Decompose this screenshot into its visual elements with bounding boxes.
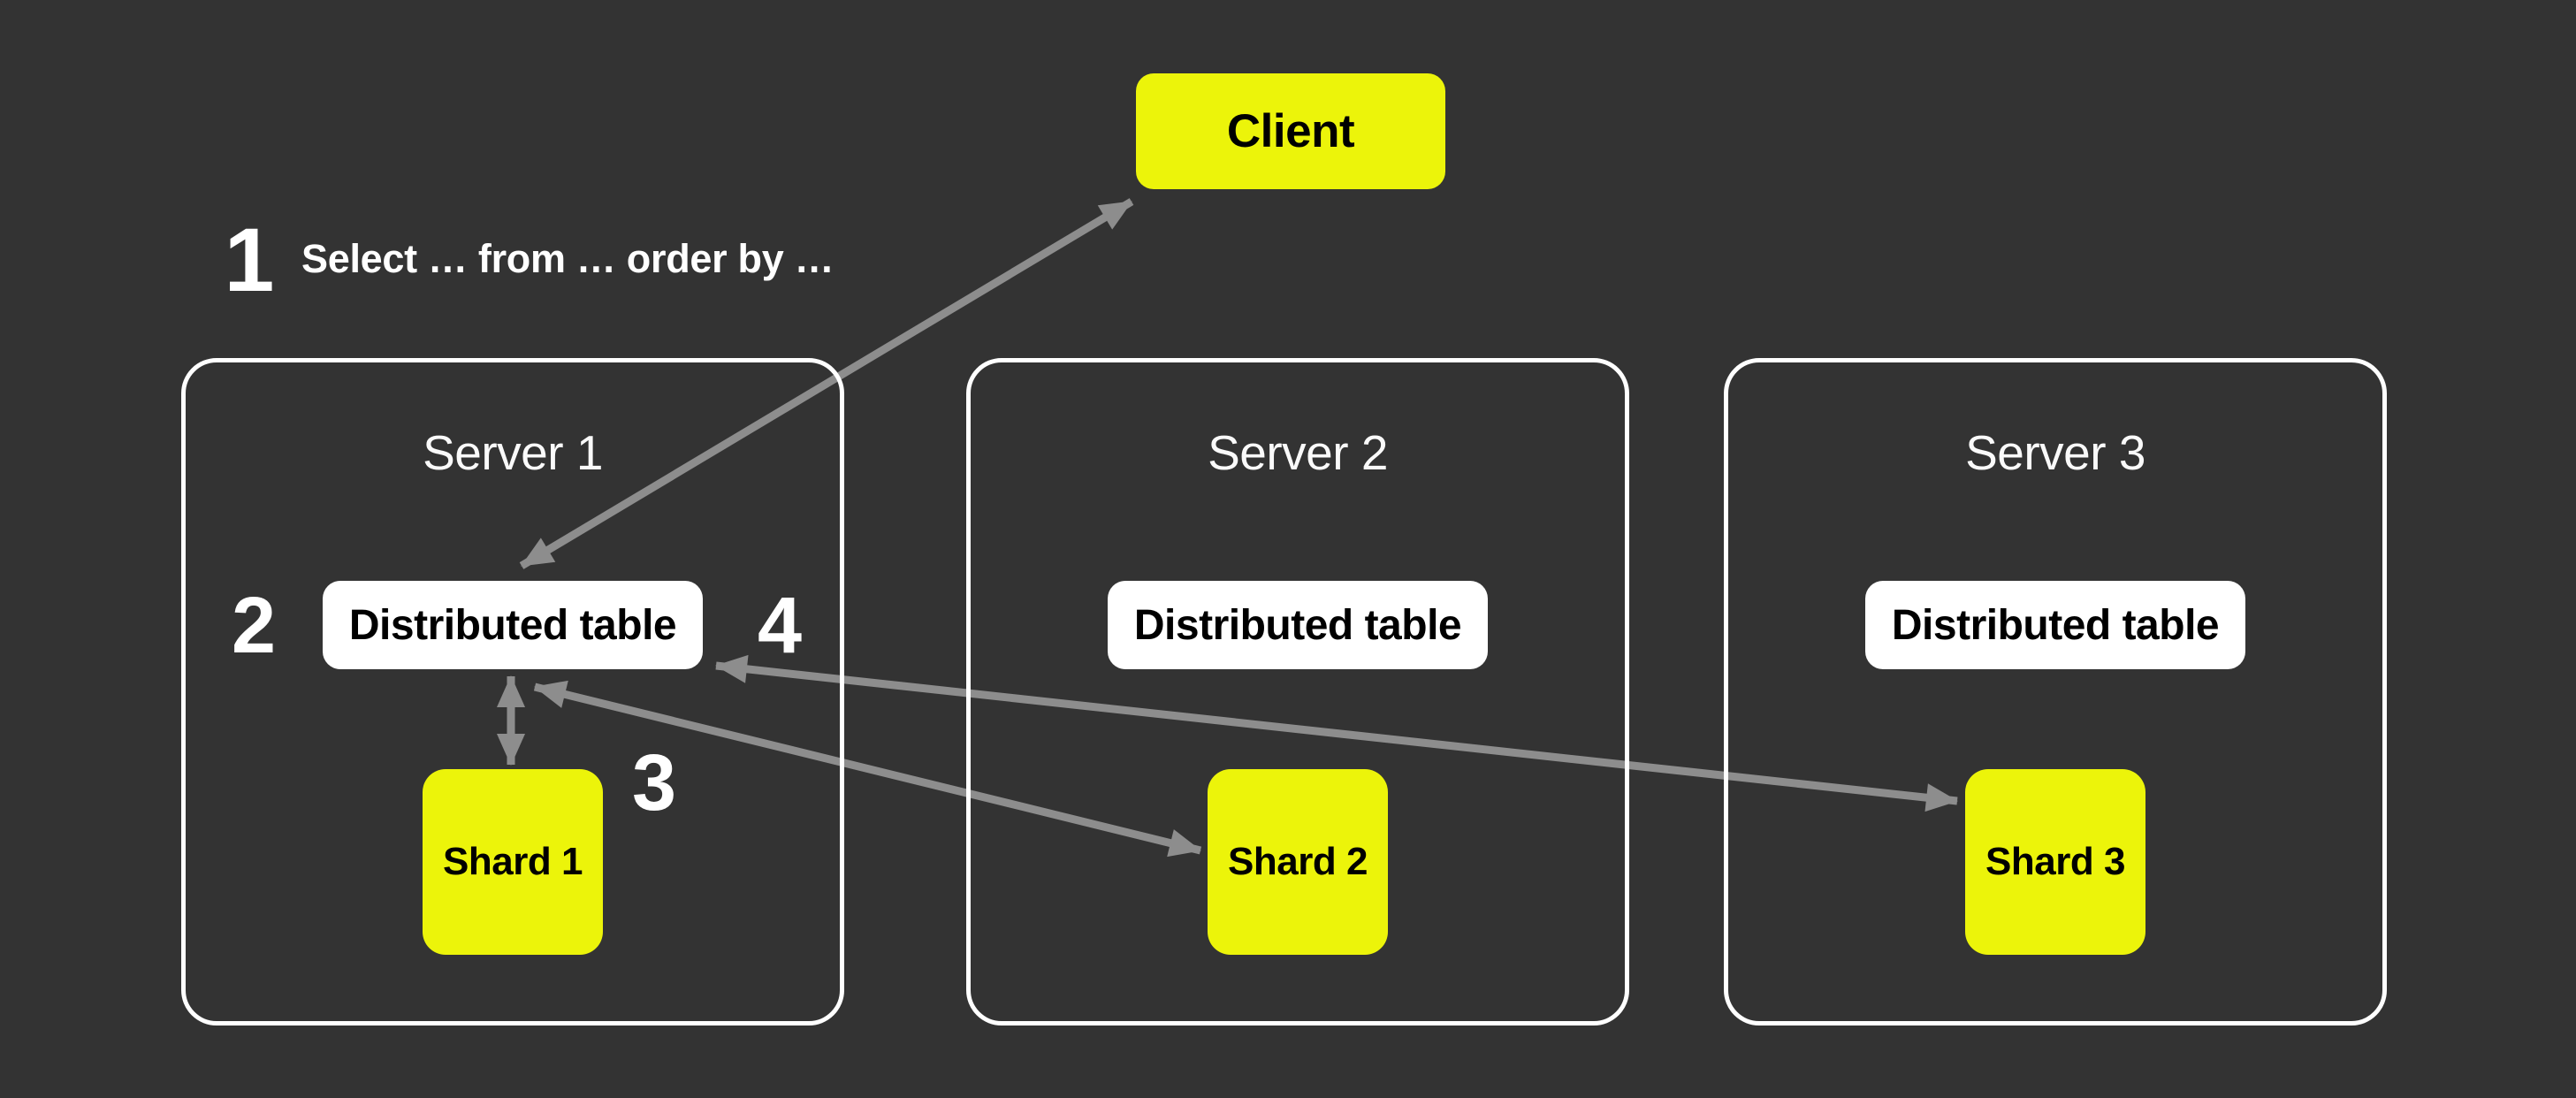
- server-3-distributed-table-node: Distributed table: [1865, 581, 2245, 669]
- step-1-number: 1: [224, 210, 275, 310]
- shard-2-node: Shard 2: [1208, 769, 1388, 955]
- server-1-node: Server 1 Distributed table Shard 1: [181, 358, 844, 1026]
- server-2-distributed-table-label: Distributed table: [1133, 601, 1462, 649]
- server-2-node: Server 2 Distributed table Shard 2: [966, 358, 1629, 1026]
- shard-1-node: Shard 1: [423, 769, 603, 955]
- shard-2-label: Shard 2: [1228, 840, 1368, 883]
- server-3-title: Server 3: [1965, 425, 2145, 480]
- server-3-node: Server 3 Distributed table Shard 3: [1724, 358, 2387, 1026]
- server-1-distributed-table-node: Distributed table: [323, 581, 703, 669]
- client-node: Client: [1136, 73, 1445, 189]
- server-3-distributed-table-label: Distributed table: [1891, 601, 2220, 649]
- shard-1-label: Shard 1: [443, 840, 583, 883]
- step-3-number: 3: [631, 739, 677, 827]
- step-1-query-text: Select … from … order by …: [301, 236, 835, 281]
- server-1-distributed-table-label: Distributed table: [348, 601, 677, 649]
- shard-3-node: Shard 3: [1965, 769, 2145, 955]
- server-1-title: Server 1: [423, 425, 603, 480]
- client-label: Client: [1226, 105, 1355, 157]
- step-4-number: 4: [757, 582, 803, 670]
- server-2-distributed-table-node: Distributed table: [1108, 581, 1488, 669]
- shard-3-label: Shard 3: [1985, 840, 2125, 883]
- step-2-number: 2: [231, 582, 277, 670]
- server-2-title: Server 2: [1208, 425, 1388, 480]
